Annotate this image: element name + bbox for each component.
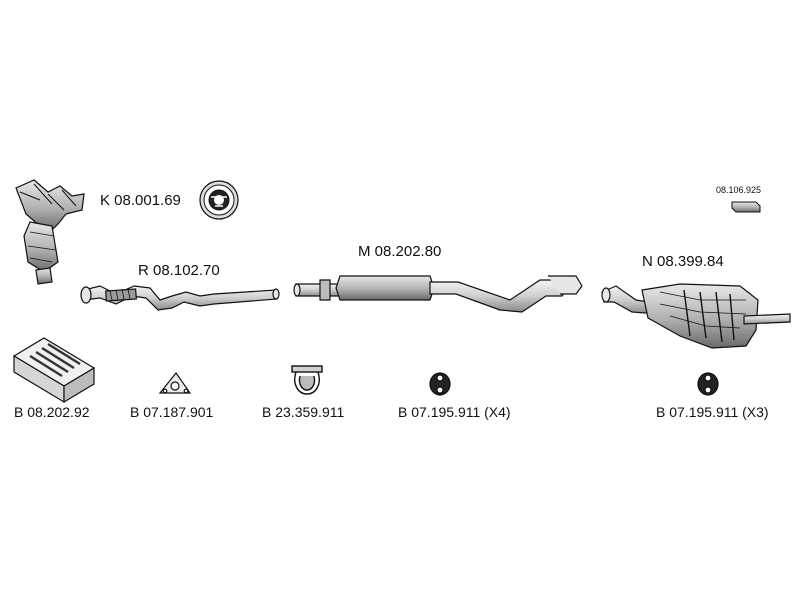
small-part-code: 08.106.925 <box>716 185 762 195</box>
rear-silencer-part-code: N 08.399.84 <box>642 253 724 270</box>
front-pipe-part-code: R 08.102.70 <box>138 262 220 279</box>
catalyst-manifold-part <box>15 179 85 285</box>
middle-silencer-part <box>293 275 583 313</box>
mounting-kit-box-icon <box>12 337 96 404</box>
mounting-kit-code: B 08.202.92 <box>14 404 90 420</box>
small-bracket-part <box>731 201 761 213</box>
gasket-code: B 07.187.901 <box>130 404 214 420</box>
rubber-hanger-icon <box>697 372 719 396</box>
pipe-clamp-icon <box>291 365 323 395</box>
certificate-seal-icon <box>199 180 239 220</box>
clamp-code: B 23.359.911 <box>262 404 345 420</box>
rubber-mount-a-code: B 07.195.911 (X4) <box>398 404 511 420</box>
catalyst-part-code: K 08.001.69 <box>100 192 181 209</box>
rubber-mount-b-code: B 07.195.911 (X3) <box>656 404 769 420</box>
front-pipe-part <box>80 285 280 311</box>
middle-silencer-part-code: M 08.202.80 <box>358 243 442 260</box>
rear-silencer-part <box>601 283 791 349</box>
rubber-hanger-icon <box>429 372 451 396</box>
triangle-gasket-icon <box>158 371 192 394</box>
